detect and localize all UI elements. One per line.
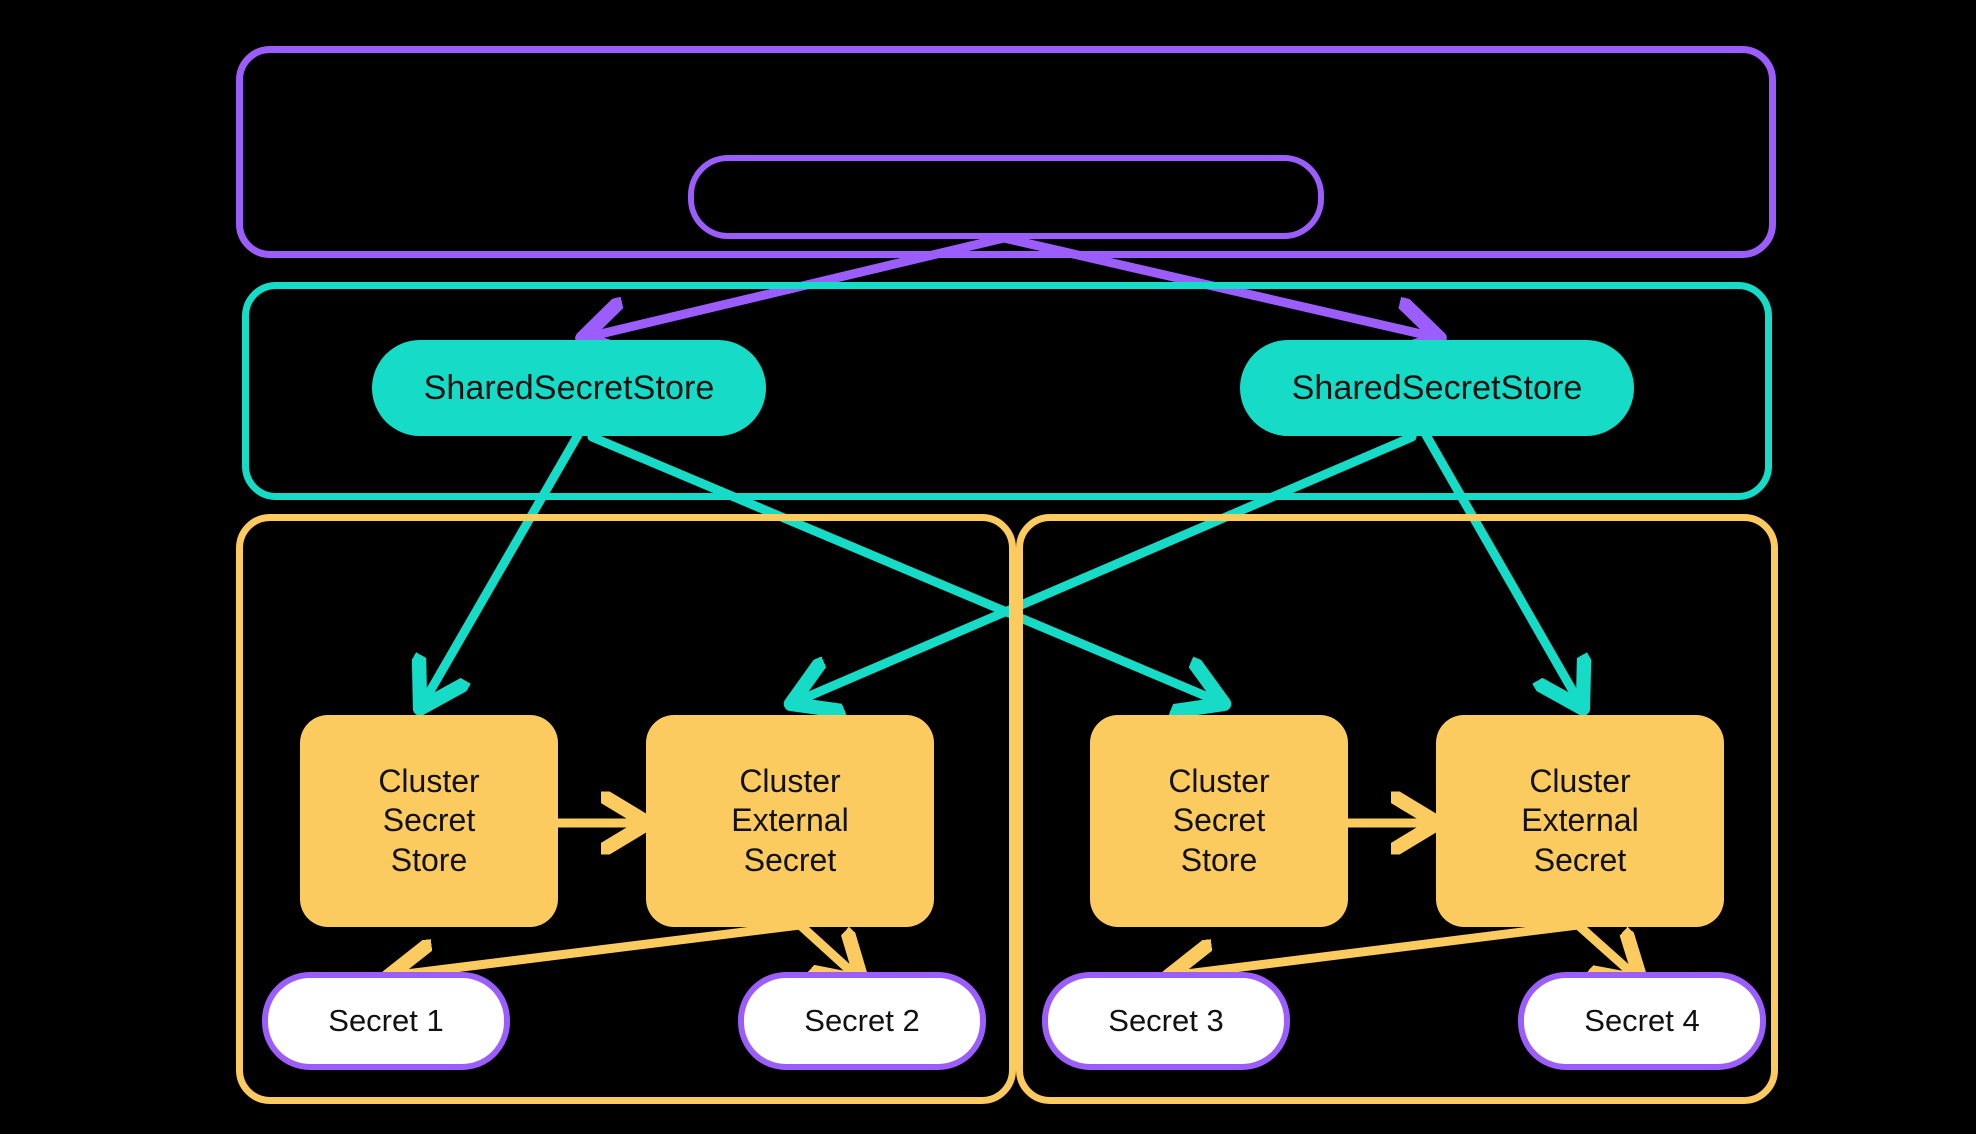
node-shared-secret-store-left[interactable]: SharedSecretStore xyxy=(372,340,766,436)
node-label-line-2: Secret xyxy=(1172,802,1266,839)
node-secret-2[interactable]: Secret 2 xyxy=(738,972,986,1070)
node-shared-secret-store-right[interactable]: SharedSecretStore xyxy=(1240,340,1634,436)
container-cluster-right-scope xyxy=(1016,514,1778,1104)
node-label-line-3: Store xyxy=(1180,841,1258,878)
node-cluster-external-secret-right[interactable]: Cluster External Secret xyxy=(1436,715,1724,927)
node-label-line-2: External xyxy=(1521,802,1639,839)
node-label-line-1: Cluster xyxy=(1168,763,1270,800)
node-label: Secret 4 xyxy=(1584,1003,1700,1038)
node-label-line-1: Cluster xyxy=(739,763,841,800)
node-cluster-secret-store-right[interactable]: Cluster Secret Store xyxy=(1090,715,1348,927)
container-cluster-left-scope xyxy=(236,514,1016,1104)
node-label: Secret 3 xyxy=(1108,1003,1224,1038)
node-label-line-3: Secret xyxy=(1533,841,1627,878)
node-label: Secret 1 xyxy=(328,1003,444,1038)
node-cluster-external-secret-left[interactable]: Cluster External Secret xyxy=(646,715,934,927)
container-operator-scope xyxy=(236,46,1776,258)
node-secret-3[interactable]: Secret 3 xyxy=(1042,972,1290,1070)
node-label: SharedSecretStore xyxy=(1291,368,1583,407)
node-secret-1[interactable]: Secret 1 xyxy=(262,972,510,1070)
node-label-line-3: Store xyxy=(390,841,468,878)
node-secret-4[interactable]: Secret 4 xyxy=(1518,972,1766,1070)
node-label-line-1: Cluster xyxy=(1529,763,1631,800)
node-label-line-2: Secret xyxy=(382,802,476,839)
node-label: Secret 2 xyxy=(804,1003,920,1038)
node-label-line-3: Secret xyxy=(743,841,837,878)
operator-pill[interactable] xyxy=(688,155,1324,239)
node-label-line-1: Cluster xyxy=(378,763,480,800)
node-label: SharedSecretStore xyxy=(423,368,715,407)
node-label-line-2: External xyxy=(731,802,849,839)
container-shared-store-scope xyxy=(242,282,1772,500)
node-cluster-secret-store-left[interactable]: Cluster Secret Store xyxy=(300,715,558,927)
